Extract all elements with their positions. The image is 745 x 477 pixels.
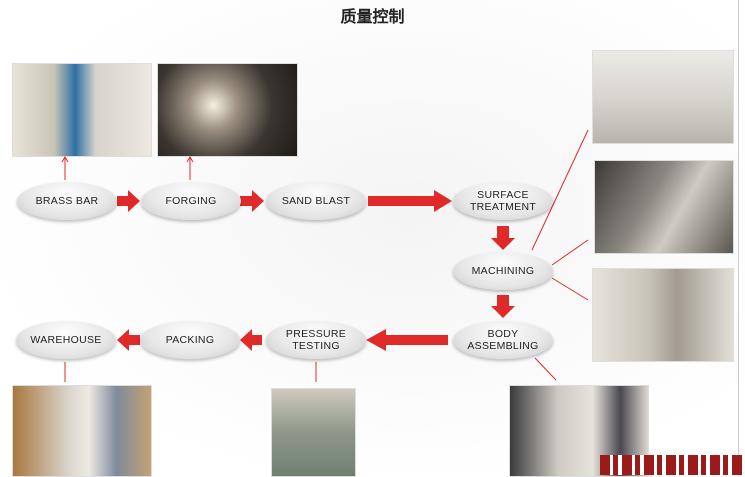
photo-pressure-test [271, 388, 356, 477]
step-forging: FORGING [141, 182, 241, 220]
step-label-line2: TREATMENT [469, 201, 537, 213]
step-brass-bar: BRASS BAR [17, 182, 117, 220]
photo-warehouse [12, 385, 152, 477]
step-label: SAND BLAST [281, 195, 351, 207]
step-label: MACHINING [471, 265, 535, 277]
step-label: PACKING [165, 334, 215, 346]
step-warehouse: WAREHOUSE [16, 321, 116, 359]
photo-production-line [592, 268, 734, 362]
step-label-line1: BODY [487, 328, 519, 340]
step-packing: PACKING [140, 321, 240, 359]
step-label-line1: SURFACE [477, 189, 529, 201]
divider [738, 0, 739, 462]
process-arrows [117, 190, 515, 351]
photo-workshop [592, 50, 734, 144]
connector-lines [61, 129, 589, 382]
step-label: BRASS BAR [35, 195, 99, 207]
step-label: WAREHOUSE [30, 334, 102, 346]
photo-forging [157, 63, 298, 157]
page-title: 质量控制 [340, 9, 405, 26]
step-sand-blast: SAND BLAST [266, 182, 366, 220]
step-label-line2: TESTING [292, 340, 340, 352]
step-label-line1: PRESSURE [285, 328, 347, 340]
step-label: FORGING [165, 195, 217, 207]
qr-code [600, 455, 745, 475]
step-label-line2: ASSEMBLING [467, 340, 539, 352]
photo-cnc [594, 160, 734, 254]
photo-spectrometer [12, 63, 152, 157]
step-machining: MACHINING [453, 252, 553, 290]
